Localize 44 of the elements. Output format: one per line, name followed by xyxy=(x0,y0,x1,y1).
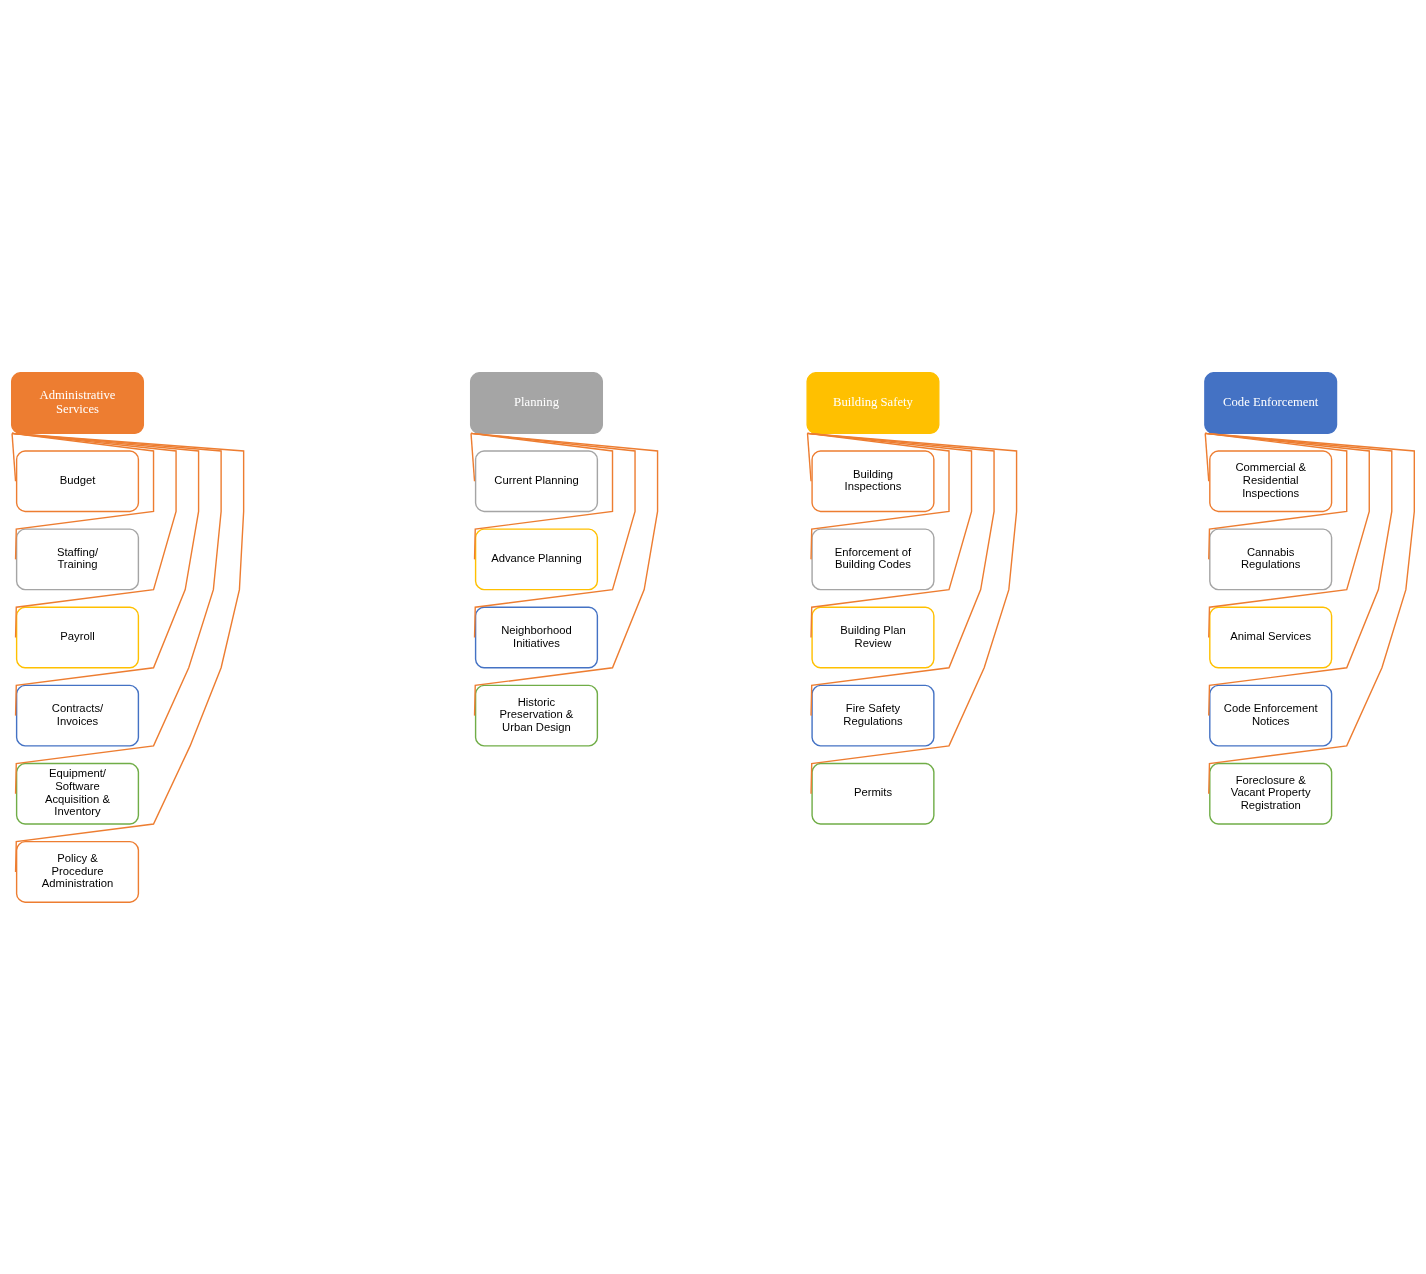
node-box: Building Safety xyxy=(806,371,940,434)
node-box: Planning xyxy=(469,371,603,434)
connector xyxy=(470,432,614,560)
connector xyxy=(11,432,222,794)
node-box: Commercial & Residential Inspections xyxy=(1209,449,1333,512)
connector xyxy=(470,432,636,638)
node-box: Building Plan Review xyxy=(811,606,935,668)
connector xyxy=(11,432,200,716)
node-box: Historic Preservation & Urban Design xyxy=(474,684,599,747)
connector xyxy=(1204,432,1393,716)
connector xyxy=(1204,432,1348,560)
connector xyxy=(806,432,973,638)
connector xyxy=(1204,432,1370,638)
node-box: Advance Planning xyxy=(474,527,599,590)
node-box: Foreclosure & Vacant Property Registration xyxy=(1209,762,1333,825)
connector xyxy=(11,432,155,560)
node-box: Equipment/ Software Acquisition & Inventory xyxy=(15,762,140,825)
node-box: Code Enforcement xyxy=(1204,371,1338,434)
connector xyxy=(806,432,950,560)
connector xyxy=(11,432,177,638)
connector xyxy=(11,432,245,873)
node-box: Payroll xyxy=(15,606,140,668)
connector xyxy=(806,432,812,482)
node-box: Administrative Services xyxy=(11,371,145,434)
connector xyxy=(1204,432,1415,794)
node-box: Fire Safety Regulations xyxy=(811,684,935,747)
node-box: Code Enforcement Notices xyxy=(1209,684,1333,747)
node-box: Policy & Procedure Administration xyxy=(15,840,140,903)
node-box: Enforcement of Building Codes xyxy=(811,527,935,590)
connector xyxy=(470,432,476,482)
node-box: Budget xyxy=(15,449,140,512)
connector xyxy=(806,432,1018,794)
node-box: Permits xyxy=(811,762,935,825)
node-box: Building Inspections xyxy=(811,449,935,512)
node-box: Current Planning xyxy=(474,449,599,512)
connector xyxy=(11,432,17,482)
connector xyxy=(470,432,659,716)
node-box: Cannabis Regulations xyxy=(1209,527,1333,590)
connector xyxy=(1204,432,1210,482)
node-box: Staffing/ Training xyxy=(15,527,140,590)
node-box: Contracts/ Invoices xyxy=(15,684,140,747)
node-box: Animal Services xyxy=(1209,606,1333,668)
connector xyxy=(806,432,995,716)
node-box: Neighborhood Initiatives xyxy=(474,606,599,668)
